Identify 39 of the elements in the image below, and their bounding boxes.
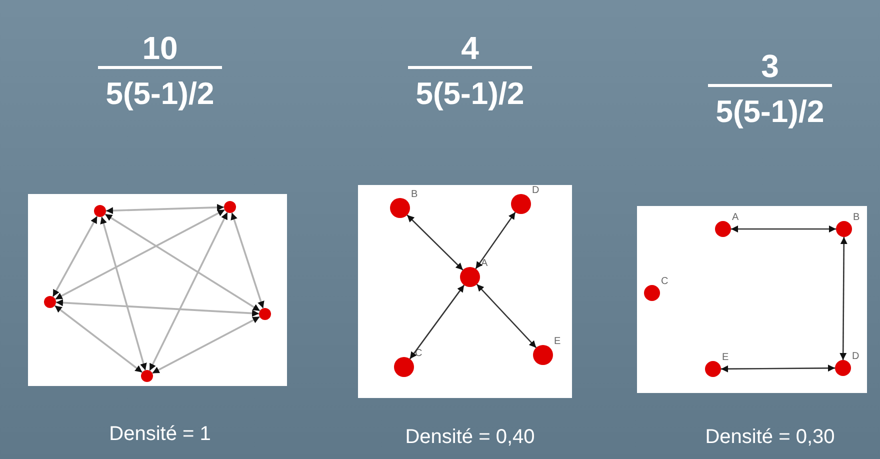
arrow (54, 209, 226, 300)
arrow (106, 204, 224, 214)
arrow (54, 304, 143, 374)
arrow (731, 226, 836, 232)
arrow (409, 284, 465, 360)
density-caption: Densité = 0,40 (404, 427, 536, 447)
density-caption: Densité = 0,30 (704, 427, 836, 447)
fraction-denominator: 5(5-1)/2 (104, 78, 216, 109)
arrow (721, 364, 835, 372)
graph-panel (637, 206, 867, 393)
fraction-denominator: 5(5-1)/2 (414, 78, 526, 109)
graph-panel (358, 185, 572, 398)
density-caption: Densité = 1 (108, 424, 212, 444)
fraction-numerator: 4 (460, 32, 480, 64)
node-label: C (661, 277, 668, 287)
node-label: B (411, 190, 418, 200)
node-label: E (554, 337, 561, 347)
arrow (104, 213, 260, 312)
fraction-denominator: 5(5-1)/2 (714, 96, 826, 127)
fraction-numerator: 10 (141, 32, 179, 64)
arrow (476, 284, 537, 348)
node-label: D (532, 186, 540, 196)
arrow (148, 212, 228, 372)
arrow (152, 316, 260, 374)
arrow (52, 216, 98, 298)
node-label: D (852, 352, 860, 362)
graph-panel (28, 194, 287, 386)
node-label: B (853, 213, 860, 223)
fraction-numerator: 3 (760, 50, 780, 82)
arrow (475, 212, 516, 270)
node-label: A (481, 259, 488, 269)
node-label: A (732, 213, 739, 223)
node-label: C (415, 349, 422, 359)
arrow (56, 299, 260, 317)
arrow (406, 214, 464, 270)
arrow (840, 237, 848, 360)
node-label: E (722, 353, 729, 363)
arrow (100, 216, 147, 370)
arrow (230, 212, 264, 309)
